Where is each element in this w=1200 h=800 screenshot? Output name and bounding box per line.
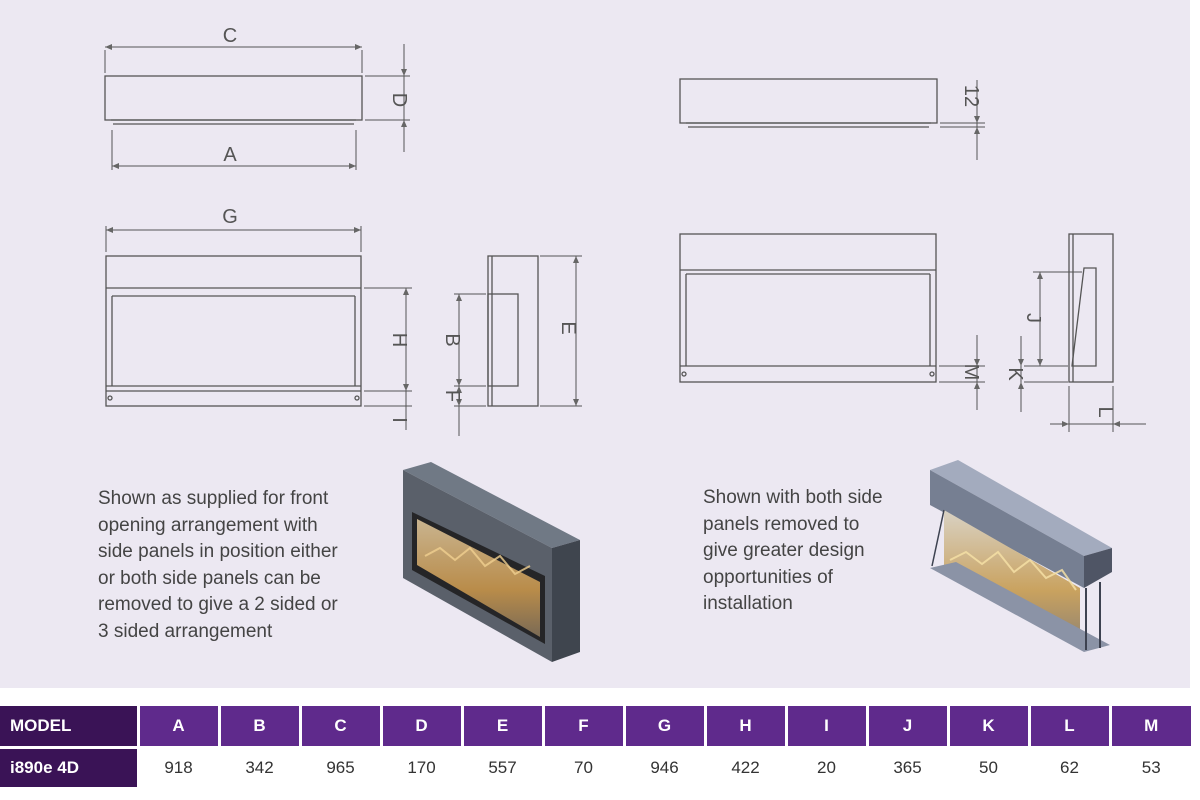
caption-side-panels-removed: Shown with both side panels removed to g…: [703, 487, 883, 614]
drawing-panel: C A D 12: [0, 0, 1190, 688]
dim-label-l: L: [1094, 406, 1116, 417]
side-view-left: [454, 255, 582, 436]
cell-i: 20: [784, 746, 867, 787]
dim-label-b: B: [441, 333, 463, 346]
dim-label-f: F: [441, 390, 463, 402]
dim-label-a: A: [223, 144, 237, 166]
cell-e: 557: [460, 746, 543, 787]
cell-k: 50: [946, 746, 1029, 787]
header-col-h: H: [703, 706, 786, 748]
header-col-m: M: [1108, 706, 1191, 748]
table-row: i890e 4D 918 342 965 170 557 70 946 422 …: [0, 746, 1191, 787]
caption-side-panels-supplied: Shown as supplied for front opening arra…: [98, 488, 338, 642]
fireplace-render-open: [930, 460, 1112, 652]
cell-c: 965: [298, 746, 381, 787]
dim-label-k: K: [1004, 367, 1026, 381]
dim-label-c: C: [223, 25, 237, 47]
top-view-left: [104, 44, 410, 170]
dim-label-j: J: [1022, 313, 1044, 323]
cell-model: i890e 4D: [0, 746, 138, 787]
front-view-left: [105, 226, 412, 430]
header-col-j: J: [865, 706, 948, 748]
dim-label-h: H: [388, 333, 410, 347]
header-model: MODEL: [0, 706, 138, 748]
dim-label-i: I: [388, 417, 410, 423]
cell-g: 946: [622, 746, 705, 787]
header-col-c: C: [298, 706, 381, 748]
header-col-b: B: [217, 706, 300, 748]
header-col-a: A: [136, 706, 219, 748]
cell-b: 342: [217, 746, 300, 787]
header-col-f: F: [541, 706, 624, 748]
dim-label-m: M: [960, 364, 982, 381]
header-col-e: E: [460, 706, 543, 748]
cell-m: 53: [1108, 746, 1191, 787]
cell-d: 170: [379, 746, 462, 787]
dim-label-e: E: [557, 321, 579, 334]
cell-a: 918: [136, 746, 219, 787]
spec-table: MODEL A B C D E F G H I J K L M i890e 4D…: [0, 706, 1191, 787]
header-col-i: I: [784, 706, 867, 748]
header-col-d: D: [379, 706, 462, 748]
technical-drawing: C A D 12: [104, 25, 1146, 662]
cell-l: 62: [1027, 746, 1110, 787]
dim-label-12: 12: [960, 85, 982, 107]
side-view-right: [1018, 233, 1146, 432]
dim-label-g: G: [222, 206, 238, 228]
dim-label-d: D: [388, 93, 410, 107]
header-col-g: G: [622, 706, 705, 748]
header-col-l: L: [1027, 706, 1110, 748]
header-col-k: K: [946, 706, 1029, 748]
table-header-row: MODEL A B C D E F G H I J K L M: [0, 706, 1191, 748]
cell-f: 70: [541, 746, 624, 787]
cell-h: 422: [703, 746, 786, 787]
fireplace-render-front: [403, 462, 580, 662]
front-view-right: [679, 233, 985, 410]
top-view-right: [679, 78, 985, 160]
cell-j: 365: [865, 746, 948, 787]
